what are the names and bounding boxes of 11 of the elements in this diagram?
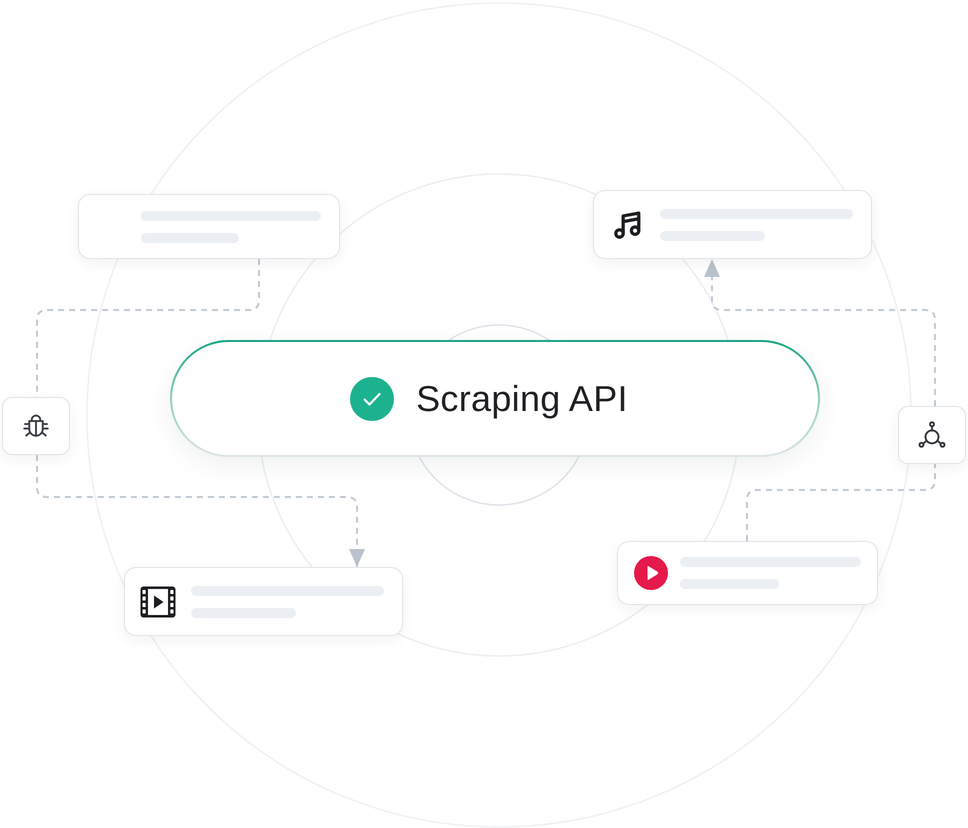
icon-tile <box>2 397 70 455</box>
dashed-connector <box>746 464 936 541</box>
icon-tile <box>898 406 966 464</box>
content-card <box>617 541 878 605</box>
content-card <box>593 190 872 259</box>
dashed-connector <box>36 455 365 567</box>
api-label: Scraping API <box>416 378 628 420</box>
dashed-connector <box>36 259 260 397</box>
dashed-connector <box>704 259 936 406</box>
content-card <box>78 194 340 259</box>
content-card <box>124 567 403 636</box>
